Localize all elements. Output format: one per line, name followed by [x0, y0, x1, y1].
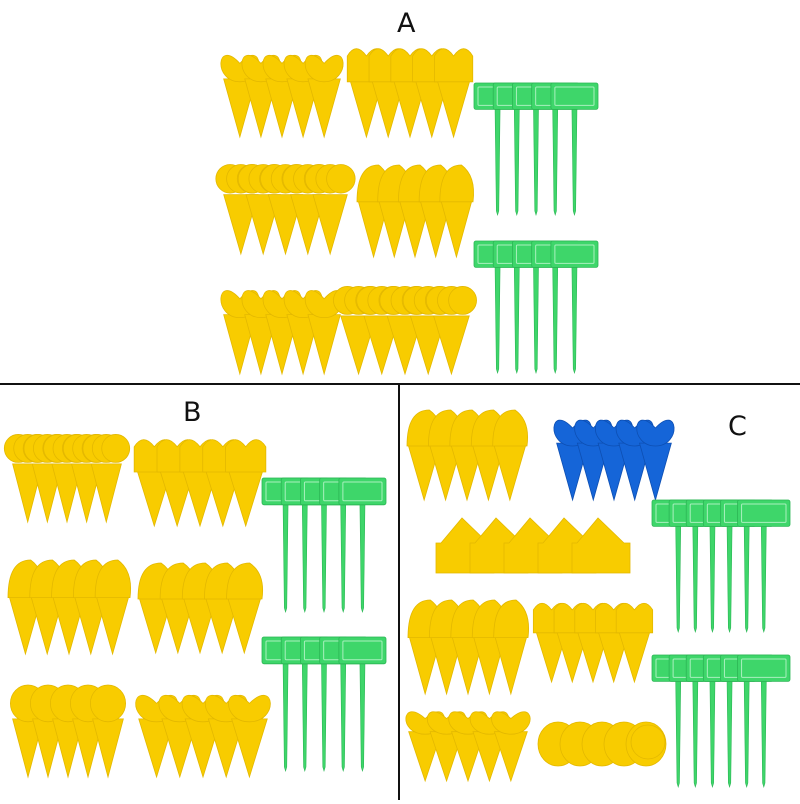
- panel-b-tags-2: [261, 636, 387, 773]
- panel-c-traps-4: [405, 711, 531, 783]
- panel-a-traps-4: [356, 164, 474, 259]
- panel-a-tags-1: [473, 82, 599, 217]
- panel-a-traps-6: [333, 286, 477, 376]
- panel-c-label: C: [728, 411, 747, 442]
- panel-c-arrow-traps: [435, 517, 631, 574]
- panel-b-traps-1: [3, 434, 131, 524]
- panel-b-traps-2: [133, 439, 267, 528]
- panel-a-traps-1: [220, 55, 344, 139]
- panel-a-traps-3: [215, 164, 356, 256]
- panel-a-traps-2: [346, 48, 474, 139]
- panel-c-traps-2: [407, 599, 529, 696]
- panel-b-traps-3: [7, 559, 131, 656]
- panel-a-traps-5: [220, 290, 344, 376]
- panel-b-label: B: [183, 397, 202, 428]
- panel-b-traps-6: [135, 695, 271, 779]
- panel-c-tags-2: [651, 654, 791, 789]
- panel-c-tags-1: [651, 499, 791, 634]
- panel-a-label: A: [397, 8, 416, 39]
- panel-c-traps-blue: [553, 419, 675, 502]
- vertical-divider: [398, 383, 400, 800]
- panel-b-traps-4: [137, 562, 263, 655]
- panel-c-traps-3: [532, 602, 654, 684]
- panel-b-tags-1: [261, 477, 387, 614]
- panel-b-traps-5: [9, 684, 127, 779]
- panel-c-traps-1: [406, 409, 528, 502]
- panel-c-cloud-traps: [537, 721, 667, 767]
- horizontal-divider: [0, 383, 800, 385]
- panel-a-tags-2: [473, 240, 599, 375]
